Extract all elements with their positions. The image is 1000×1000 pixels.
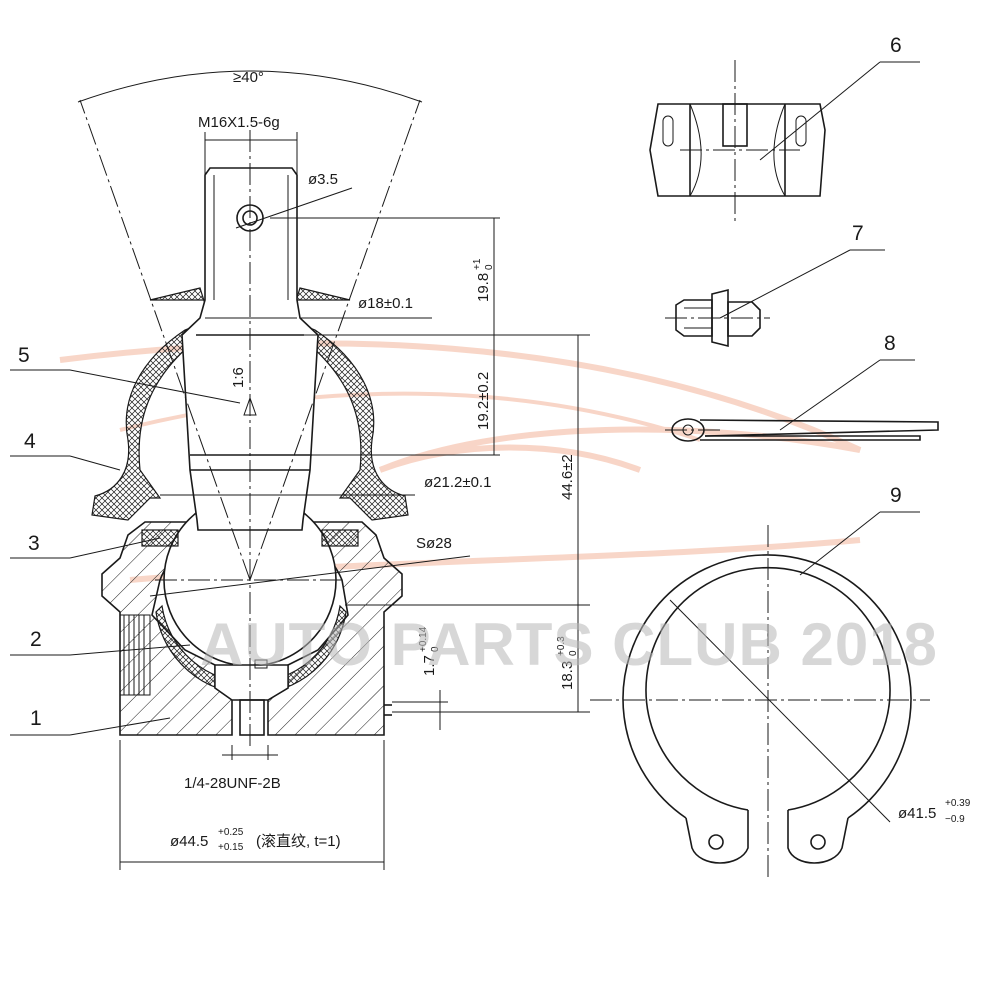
castle-nut: 6 xyxy=(649,34,920,225)
svg-text:18.3: 18.3 xyxy=(559,661,576,690)
taper-dia-dim: ø18±0.1 xyxy=(358,295,413,312)
callout-6: 6 xyxy=(890,34,902,57)
callout-7: 7 xyxy=(852,222,864,245)
svg-text:0: 0 xyxy=(484,264,495,270)
svg-text:(滚直纹, t=1): (滚直纹, t=1) xyxy=(256,833,341,850)
thread-dim: M16X1.5-6g xyxy=(198,114,280,131)
svg-text:+0.15: +0.15 xyxy=(218,842,244,853)
svg-text:44.6±2: 44.6±2 xyxy=(559,454,576,500)
dimensions-main: ≥40° M16X1.5-6g ø3.5 ø18±0.1 19.8 +1 0 1… xyxy=(77,69,590,870)
grease-nipple-seat xyxy=(214,664,289,701)
svg-text:+1: +1 xyxy=(472,258,483,270)
svg-text:+0.25: +0.25 xyxy=(218,827,244,838)
callout-9: 9 xyxy=(890,484,902,507)
svg-text:ø44.5: ø44.5 xyxy=(170,833,208,850)
cotter-pin: 8 xyxy=(665,332,939,442)
ball-joint-section xyxy=(79,99,421,750)
len-mid-dim: 19.2±0.2 xyxy=(475,372,492,430)
retaining-ring: 9 ø41.5 +0.39 −0.9 xyxy=(590,484,971,880)
neck-dia-dim: ø21.2±0.1 xyxy=(424,474,491,491)
taper-dim: 1:6 xyxy=(230,367,247,388)
svg-text:0: 0 xyxy=(430,646,441,652)
sphere-dim: Sø28 xyxy=(416,535,452,552)
grease-fitting: 7 xyxy=(665,222,885,348)
svg-text:−0.9: −0.9 xyxy=(945,814,965,825)
grease-thread-dim: 1/4-28UNF-2B xyxy=(184,775,281,792)
callout-3: 3 xyxy=(28,532,40,555)
svg-text:ø41.5: ø41.5 xyxy=(898,805,936,822)
len-top-dim: 19.8 +1 0 xyxy=(472,258,495,302)
svg-text:19.2±0.2: 19.2±0.2 xyxy=(475,372,492,430)
angle-dim: ≥40° xyxy=(233,69,264,86)
svg-text:+0.3: +0.3 xyxy=(556,636,567,656)
svg-text:0: 0 xyxy=(568,650,579,656)
housing-len-dim: 18.3 +0.3 0 xyxy=(556,636,579,690)
svg-text:1:6: 1:6 xyxy=(230,367,247,388)
gap-dim: 1.7 +0.14 0 xyxy=(418,626,441,676)
knurl-band xyxy=(119,614,151,696)
svg-text:+0.14: +0.14 xyxy=(418,626,429,652)
svg-text:+0.39: +0.39 xyxy=(945,798,971,809)
callout-5: 5 xyxy=(18,344,30,367)
housing-dia-dim: ø44.5 +0.25 +0.15 (滚直纹, t=1) xyxy=(170,827,341,853)
callout-4: 4 xyxy=(24,430,36,453)
callout-8: 8 xyxy=(884,332,896,355)
svg-text:1.7: 1.7 xyxy=(421,655,438,676)
bearing-seat xyxy=(155,604,347,695)
callout-2: 2 xyxy=(30,628,42,651)
overall-len-dim: 44.6±2 xyxy=(559,454,576,500)
pin-hole-dim: ø3.5 xyxy=(308,171,338,188)
ring-dia-dim: ø41.5 +0.39 −0.9 xyxy=(898,798,971,825)
watermark-text: AUTO PARTS CLUB 2018 xyxy=(200,611,938,678)
callout-1: 1 xyxy=(30,707,42,730)
callouts-left: 5 4 3 2 1 xyxy=(10,344,241,736)
svg-text:19.8: 19.8 xyxy=(475,273,492,302)
